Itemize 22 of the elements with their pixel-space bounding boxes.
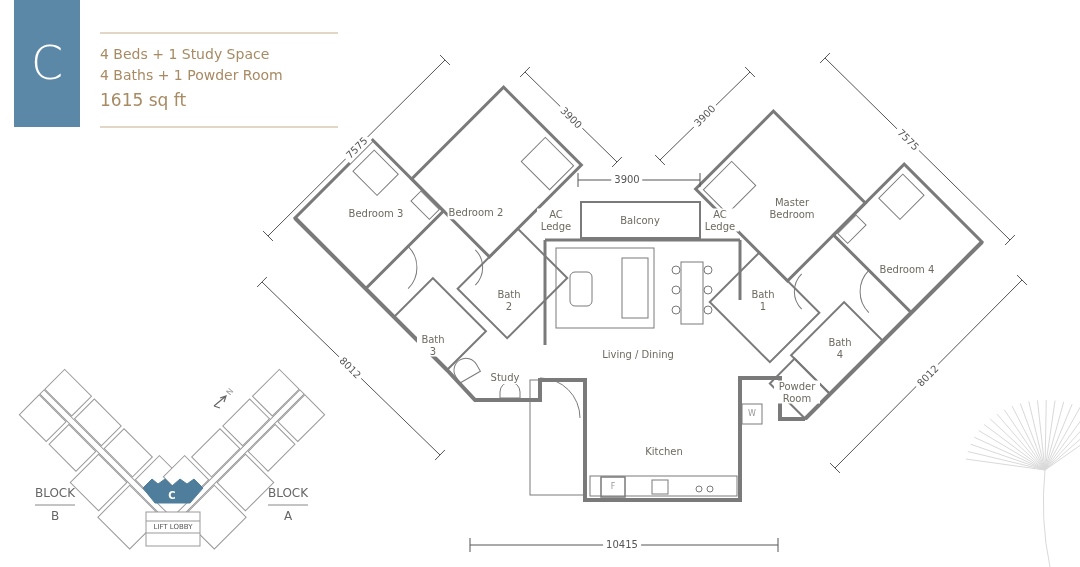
room-label: Powder Room (774, 380, 820, 404)
room-label: Bedroom 4 (878, 264, 936, 276)
unit-description: 4 Baths + 1 Powder Room (100, 67, 283, 84)
unit-marker-label: C (168, 490, 176, 502)
block-label: B (50, 510, 60, 524)
room-label: Study (489, 372, 521, 384)
unit-letter-badge: C (14, 0, 80, 127)
block-label: BLOCK (34, 487, 76, 501)
room-label: Bedroom 3 (347, 208, 405, 220)
appliance-label: F (610, 482, 616, 492)
room-label: Balcony (619, 215, 661, 227)
appliance-label: W (748, 409, 756, 419)
unit-description: 4 Beds + 1 Study Space (100, 46, 270, 63)
room-label: Bedroom 2 (447, 207, 505, 219)
area-text: 1615 sq ft (100, 91, 187, 111)
block-label: A (283, 510, 293, 524)
room-label: Kitchen (644, 446, 684, 458)
dimension-text: 10415 (603, 539, 641, 551)
dimension-text: 3900 (611, 174, 643, 186)
block-label: BLOCK (267, 487, 309, 501)
room-label: Living / Dining (601, 349, 675, 361)
north-label: N (224, 386, 236, 398)
